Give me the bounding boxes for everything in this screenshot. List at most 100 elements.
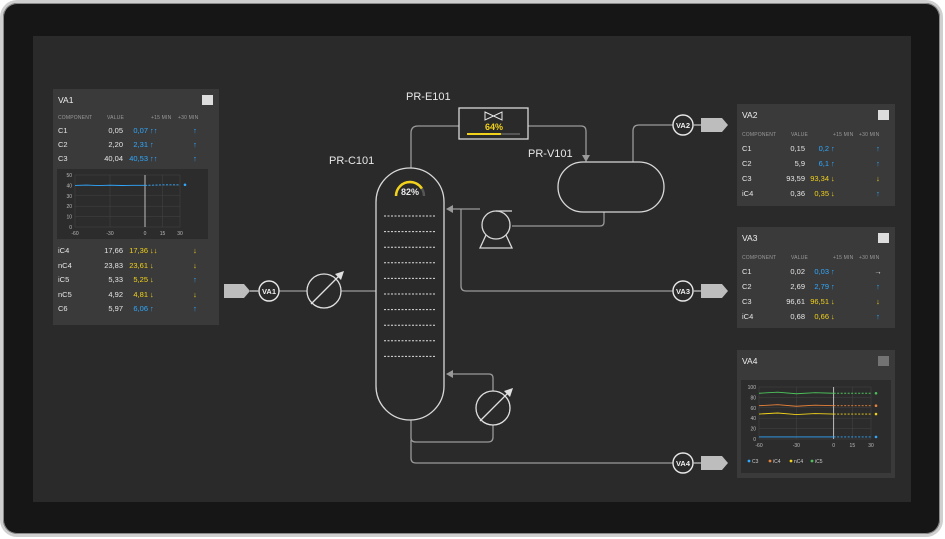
header-component: COMPONENT: [742, 132, 777, 138]
trend-15-arrow: ↓: [831, 174, 835, 183]
series-forecast: [144, 184, 181, 186]
header-component: COMPONENT: [58, 115, 93, 121]
trend-chart-icon[interactable]: [202, 95, 213, 105]
feed-heater-icon[interactable]: [306, 271, 344, 309]
cell-p15: 40,53: [129, 154, 148, 163]
trend-15-arrow: ↑↑: [150, 154, 158, 163]
va1-point-label: VA1: [262, 287, 276, 296]
pump-icon[interactable]: [478, 210, 514, 249]
series-end-marker: [874, 435, 878, 439]
trend-15-arrow: ↑: [831, 267, 835, 276]
cell-p15: 17,36: [129, 246, 148, 255]
trend-15-arrow: ↓: [150, 260, 154, 270]
va2-title: VA2: [742, 110, 758, 120]
va3-point-label: VA3: [676, 287, 690, 296]
trend-30-arrow: ↓: [193, 246, 197, 255]
trend-15-arrow: ↑: [150, 304, 154, 313]
cell-p15: 0,35: [814, 189, 829, 198]
x-tick-label: -30: [106, 231, 113, 237]
va3-title: VA3: [742, 233, 758, 243]
y-tick-label: 0: [753, 437, 756, 443]
header-value: VALUE: [791, 255, 809, 261]
header-15min: +15 MIN: [833, 255, 854, 261]
trend-30-arrow: ↓: [193, 260, 197, 270]
va2-line: [632, 124, 673, 162]
header-30min: +30 MIN: [859, 132, 880, 138]
cell-value: 40,04: [104, 154, 123, 163]
arrow-left-icon: [446, 205, 453, 213]
trend-15-arrow: ↓: [150, 275, 154, 284]
series-end-marker: [874, 412, 878, 416]
cell-value: 5,33: [108, 275, 123, 284]
fan-icon: [484, 111, 503, 121]
header-15min: +15 MIN: [833, 132, 854, 138]
reboiler-icon[interactable]: [475, 388, 513, 426]
cell-name: C2: [58, 140, 68, 149]
cell-name: nC5: [58, 289, 72, 299]
cell-name: C3: [742, 174, 752, 183]
series-end-marker: [874, 391, 878, 395]
cell-name: iC4: [58, 246, 70, 255]
trend-15-arrow: ↓: [831, 189, 835, 198]
header-30min: +30 MIN: [178, 115, 199, 121]
series-line: [758, 391, 834, 395]
va3-line: [460, 209, 673, 292]
cell-p15: 96,51: [810, 297, 829, 306]
cell-name: C2: [742, 159, 752, 168]
va4-point-label: VA4: [676, 459, 691, 468]
trend-30-arrow: ↑: [876, 282, 880, 291]
column-trays: [384, 215, 436, 357]
trend-30-arrow: ↑: [193, 140, 197, 149]
trend-30-arrow: ↑: [876, 189, 880, 198]
trend-chart-icon[interactable]: [878, 356, 889, 366]
x-tick-label: 0: [832, 443, 835, 449]
trend-chart-icon[interactable]: [878, 110, 889, 120]
x-tick-label: 30: [868, 443, 874, 449]
cell-name: iC5: [58, 275, 70, 284]
cell-p15: 0,03: [814, 267, 829, 276]
cell-name: C3: [742, 297, 752, 306]
trend-15-arrow: ↓: [150, 289, 154, 299]
trend-30-arrow: ↑: [193, 304, 197, 313]
legend-label: iC5: [815, 459, 823, 465]
cell-p15: 2,79: [814, 282, 829, 291]
exchanger-label: PR-E101: [406, 91, 451, 103]
y-tick-label: 20: [66, 204, 72, 210]
column-level-value: 82%: [400, 187, 419, 197]
y-tick-label: 40: [750, 416, 756, 422]
overhead-line: [410, 125, 459, 170]
trend-30-arrow: →: [874, 267, 882, 276]
reflux-vessel[interactable]: [557, 161, 665, 213]
legend-label: iC4: [773, 459, 781, 465]
trend-30-arrow: ↑: [193, 154, 197, 163]
va4-title: VA4: [742, 356, 758, 366]
cell-p15: 6,1: [818, 159, 829, 168]
cell-value: 5,9: [794, 159, 805, 168]
condenser-outlet-line: [528, 125, 587, 160]
trend-30-arrow: ↓: [876, 297, 880, 306]
trend-15-arrow: ↑: [831, 144, 835, 153]
cell-name: nC4: [58, 260, 72, 270]
va1-title: VA1: [58, 95, 74, 105]
trend-15-arrow: ↑↑: [150, 126, 158, 135]
vessel-label: PR-V101: [528, 148, 573, 160]
x-tick-label: -60: [71, 231, 78, 237]
trend-chart-icon[interactable]: [878, 233, 889, 243]
va3-connector: [701, 284, 728, 298]
cell-name: iC4: [742, 312, 754, 321]
x-tick-label: 0: [144, 231, 147, 237]
